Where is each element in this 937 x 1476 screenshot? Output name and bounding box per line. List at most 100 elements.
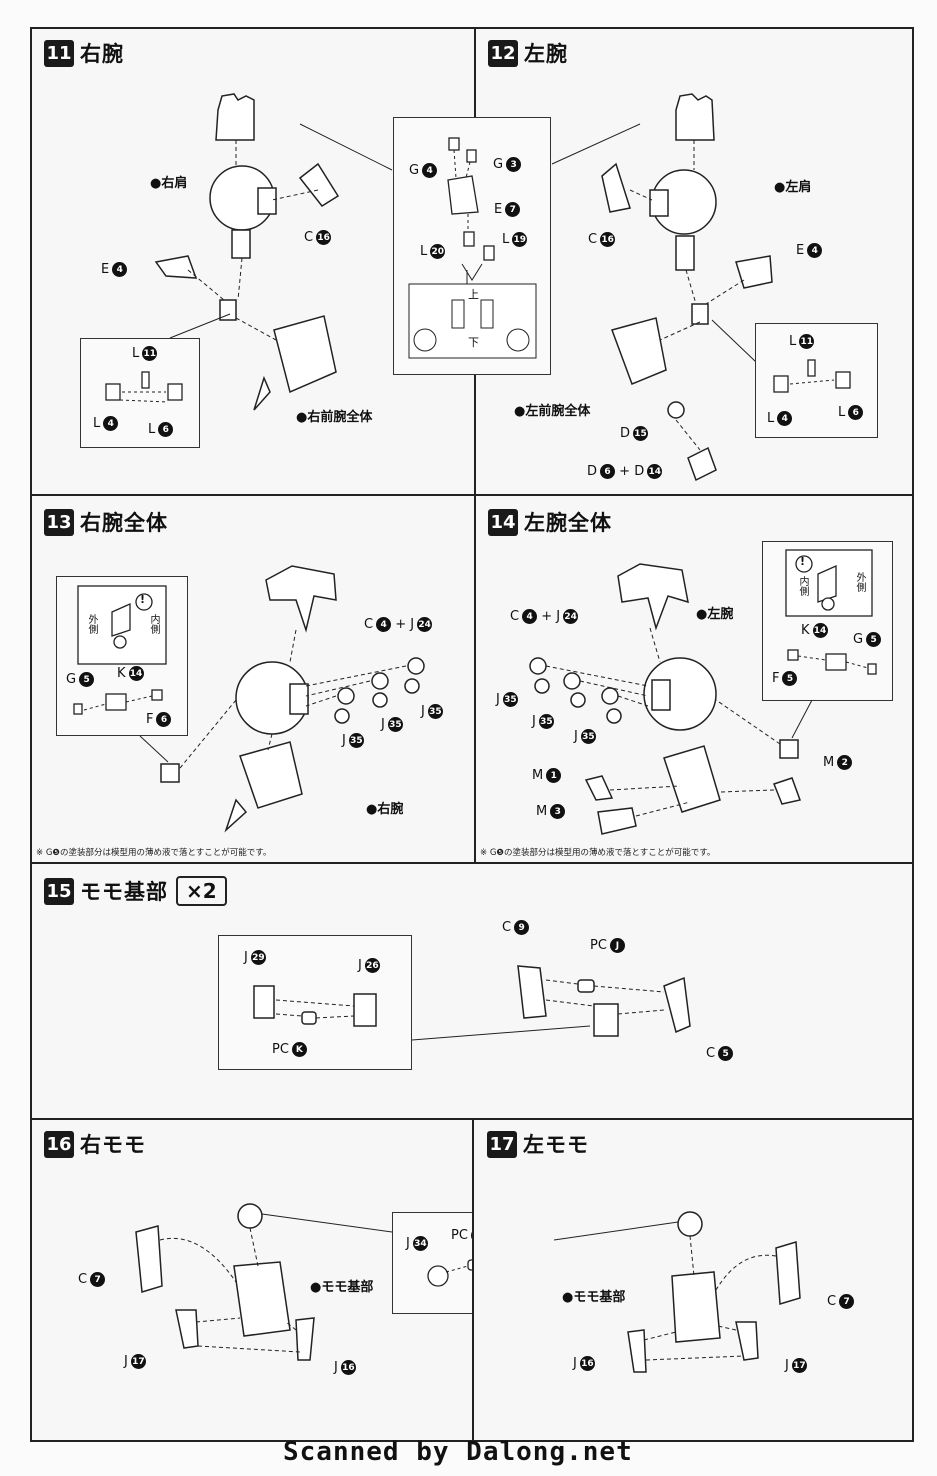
quantity-multiplier: ×2 (176, 876, 227, 906)
step-11-title: 11 右腕 (44, 38, 124, 68)
step-number: 14 (488, 508, 518, 536)
left-arm-label: ●左腕 (696, 607, 734, 622)
step-number: 12 (488, 39, 518, 67)
paint-note-14: ※ G❺の塗装部分は模型用の薄め液で落とすことが可能です。 (480, 848, 716, 858)
step-15-inset (218, 935, 412, 1070)
thigh-base-label: ●モモ基部 (310, 1280, 374, 1295)
up-text: 上 (468, 288, 479, 301)
step-title: 右腕 (80, 42, 124, 66)
step-number: 16 (44, 1130, 74, 1158)
caution-mark: ! (140, 593, 146, 606)
outer-side-text: 外側 (854, 572, 865, 592)
inner-side-text: 内側 (797, 576, 808, 596)
right-forearm-label: ●右前腕全体 (296, 410, 373, 425)
caution-mark: ! (800, 555, 806, 568)
step-number: 17 (487, 1130, 517, 1158)
thigh-base-label-left: ●モモ基部 (562, 1290, 626, 1305)
step-16-title: 16 右モモ (44, 1129, 146, 1159)
step-title: モモ基部 (80, 880, 168, 904)
step-14-title: 14 左腕全体 (488, 507, 612, 537)
step-number: 13 (44, 508, 74, 536)
step-title: 左腕 (524, 42, 568, 66)
down-text: 下 (468, 336, 479, 349)
step-title: 右モモ (80, 1133, 146, 1157)
outer-side-text: 外側 (86, 614, 97, 634)
right-shoulder-label: ●右肩 (150, 176, 188, 191)
left-forearm-label: ●左前腕全体 (514, 404, 591, 419)
left-shoulder-label: ●左肩 (774, 180, 812, 195)
paint-note-13: ※ G❺の塗装部分は模型用の薄め液で落とすことが可能です。 (36, 848, 272, 858)
step-title: 右腕全体 (80, 511, 168, 535)
right-arm-label: ●右腕 (366, 802, 404, 817)
step-17-title: 17 左モモ (487, 1129, 589, 1159)
step-number: 15 (44, 877, 74, 905)
step-13-title: 13 右腕全体 (44, 507, 168, 537)
step-12-title: 12 左腕 (488, 38, 568, 68)
step-number: 11 (44, 39, 74, 67)
step-title: 左モモ (523, 1133, 589, 1157)
step-title: 左腕全体 (524, 511, 612, 535)
step-15-title: 15 モモ基部 ×2 (44, 876, 227, 906)
inner-side-text: 内側 (148, 614, 159, 634)
scan-credit: Scanned by Dalong.net (283, 1437, 633, 1467)
